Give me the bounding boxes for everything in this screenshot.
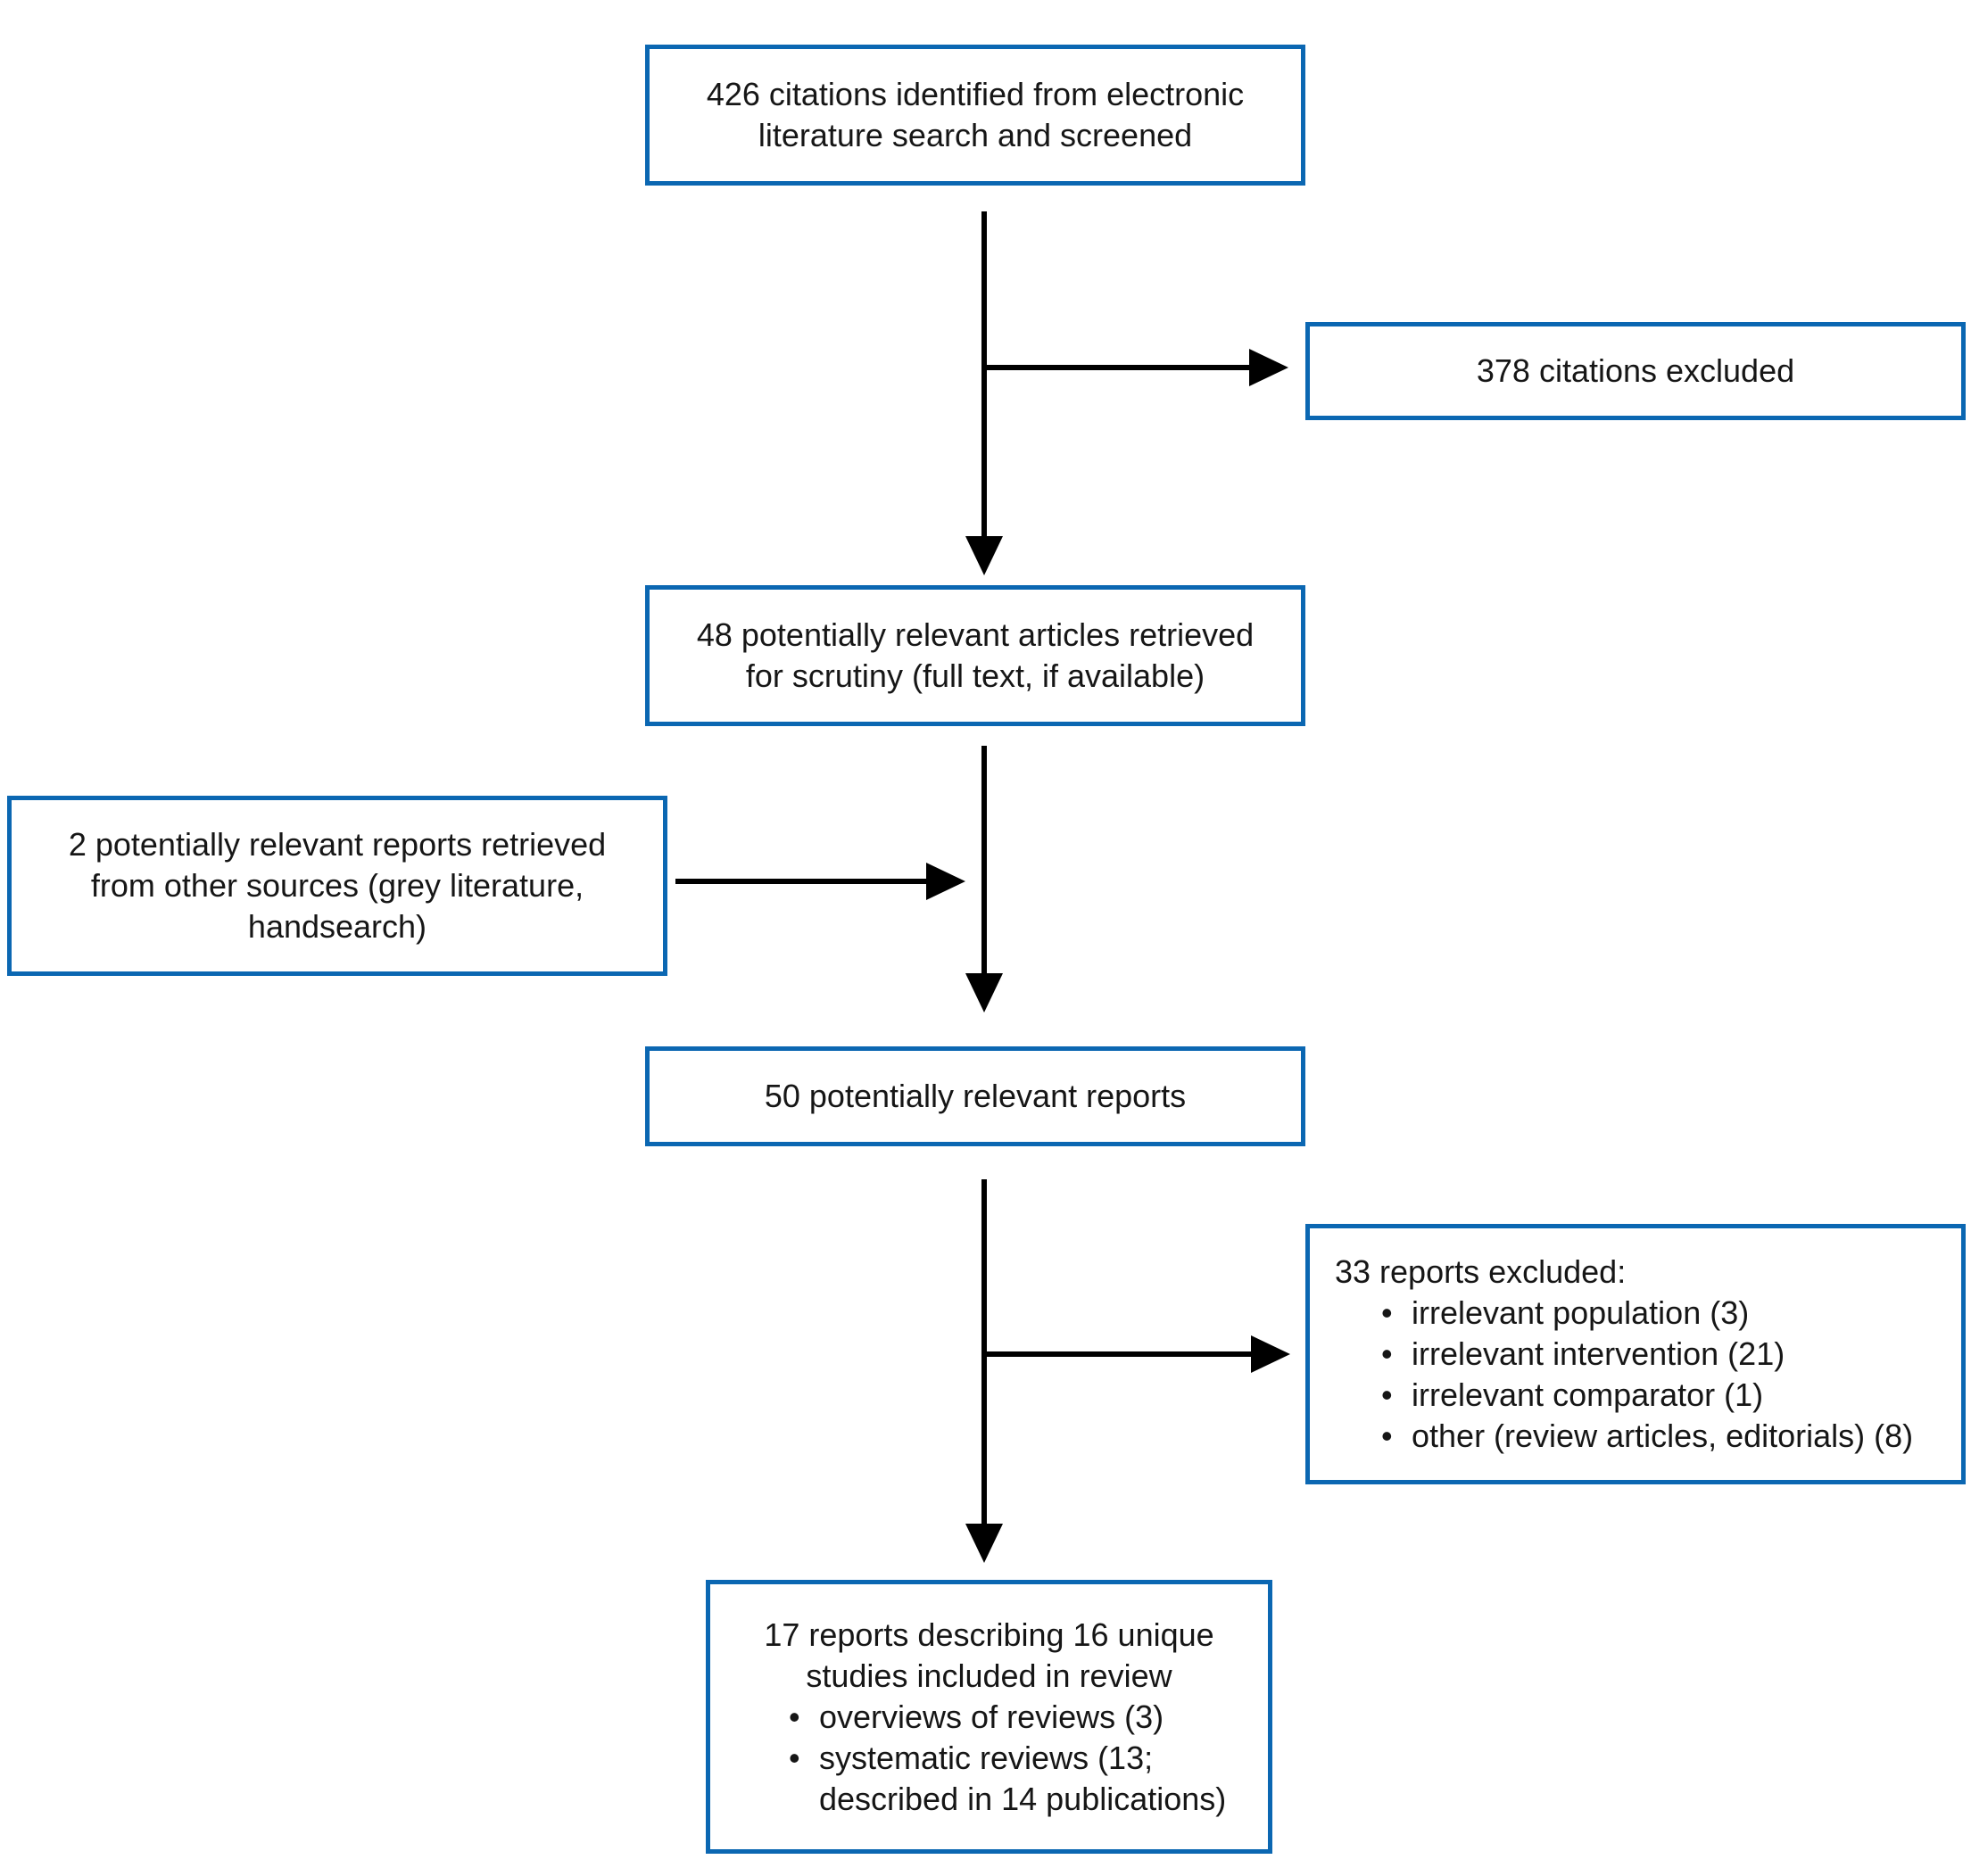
box-included-item: • systematic reviews (13; [789, 1738, 1268, 1779]
box-reports-excluded-heading: 33 reports excluded: [1335, 1253, 1627, 1290]
arrow-identified-to-retrieved [965, 211, 1003, 575]
arrow-retrieved-to-relevant-reports [965, 746, 1003, 1012]
box-citations-identified: 426 citations identified from electronic… [645, 45, 1305, 186]
box-other-sources-line3: handsearch) [247, 908, 427, 945]
bullet-icon: • [1381, 1417, 1393, 1454]
arrow-branch-to-reports-excluded [981, 1335, 1290, 1373]
box-reports-excluded-item-text: irrelevant population (3) [1412, 1294, 1750, 1331]
box-other-sources-line1: 2 potentially relevant reports retrieved [68, 826, 607, 863]
bullet-icon: • [789, 1698, 800, 1735]
box-included-item-text: overviews of reviews (3) [819, 1698, 1164, 1735]
bullet-icon: • [1381, 1335, 1393, 1372]
arrow-branch-to-citations-excluded [981, 349, 1288, 386]
box-included-studies: 17 reports describing 16 unique studies … [706, 1580, 1272, 1854]
bullet-icon: • [1381, 1376, 1393, 1413]
box-included-heading-line2: studies included in review [806, 1657, 1172, 1694]
box-reports-excluded-item: • irrelevant comparator (1) [1381, 1375, 1949, 1416]
box-reports-excluded-item: • irrelevant population (3) [1381, 1293, 1949, 1334]
box-articles-retrieved-line2: for scrutiny (full text, if available) [745, 657, 1205, 694]
box-citations-excluded: 378 citations excluded [1305, 322, 1966, 420]
bullet-icon: • [1381, 1294, 1393, 1331]
box-citations-identified-line1: 426 citations identified from electronic [706, 76, 1245, 112]
box-relevant-reports: 50 potentially relevant reports [645, 1046, 1305, 1146]
box-included-item-text: systematic reviews (13; [819, 1739, 1154, 1776]
box-relevant-reports-line1: 50 potentially relevant reports [764, 1078, 1187, 1114]
box-articles-retrieved-line1: 48 potentially relevant articles retriev… [696, 616, 1255, 653]
arrow-relevant-reports-to-included [965, 1179, 1003, 1563]
box-included-item-continuation: described in 14 publications) [819, 1780, 1227, 1817]
box-citations-identified-line2: literature search and screened [758, 117, 1193, 153]
box-citations-excluded-line1: 378 citations excluded [1476, 352, 1795, 389]
bullet-icon: • [789, 1739, 800, 1776]
box-other-sources-line2: from other sources (grey literature, [90, 867, 584, 904]
box-other-sources: 2 potentially relevant reports retrieved… [7, 796, 667, 976]
box-reports-excluded: 33 reports excluded: • irrelevant populat… [1305, 1224, 1966, 1484]
box-articles-retrieved: 48 potentially relevant articles retriev… [645, 585, 1305, 726]
box-included-item: • overviews of reviews (3) [789, 1697, 1268, 1738]
box-reports-excluded-item-text: irrelevant comparator (1) [1412, 1376, 1764, 1413]
box-reports-excluded-item-text: irrelevant intervention (21) [1412, 1335, 1785, 1372]
box-reports-excluded-item-text: other (review articles, editorials) (8) [1412, 1417, 1914, 1454]
box-reports-excluded-item: • other (review articles, editorials) (8) [1381, 1416, 1949, 1457]
arrow-other-sources-to-main [675, 863, 965, 900]
box-included-heading-line1: 17 reports describing 16 unique [764, 1616, 1214, 1653]
box-reports-excluded-item: • irrelevant intervention (21) [1381, 1334, 1949, 1375]
